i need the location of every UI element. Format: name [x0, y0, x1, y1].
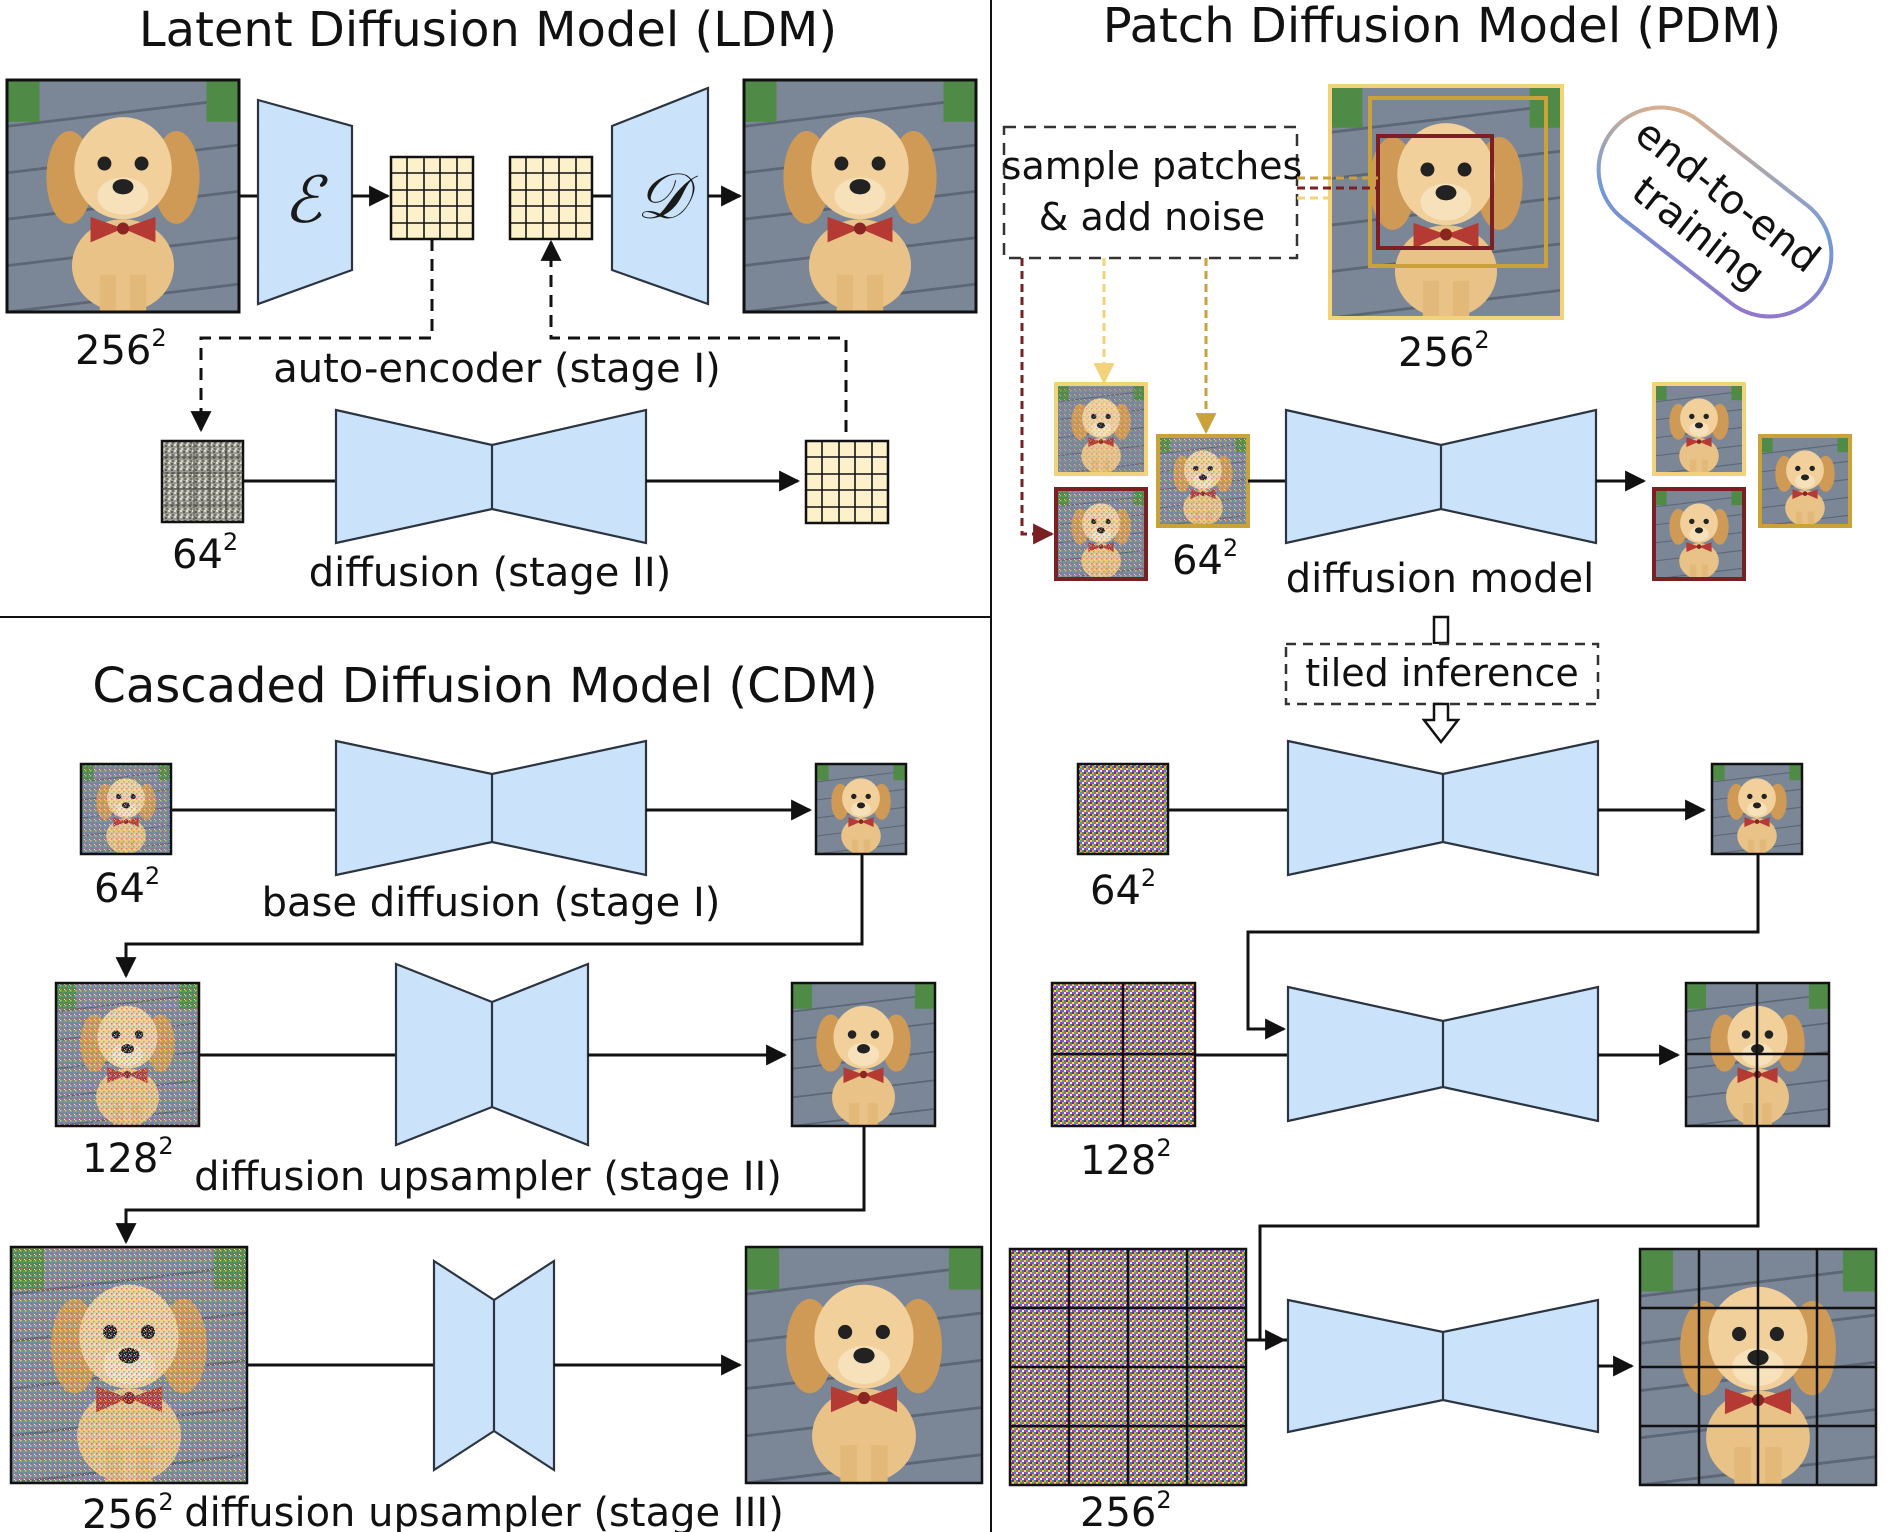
pdm-row2-noise	[1050, 981, 1197, 1128]
autoencoder-label: auto-encoder (stage I)	[273, 346, 721, 392]
cdm-row3-label: diffusion upsampler (stage III)	[184, 1490, 784, 1532]
cdm-title: Cascaded Diffusion Model (CDM)	[92, 658, 877, 714]
pdm-out-gold	[1758, 434, 1852, 528]
cdm-row1-res: 642	[94, 862, 160, 912]
sample-patches-box	[1002, 125, 1299, 260]
ldm-image-res: 2562	[75, 324, 167, 374]
pdm-diffusion-label: diffusion model	[1286, 556, 1594, 602]
pdm-row3-noise	[1008, 1247, 1248, 1487]
pdm-out-yellow	[1652, 382, 1746, 476]
pdm-row3-output	[1638, 1247, 1878, 1487]
pdm-image-res: 2562	[1398, 326, 1490, 376]
cdm-row3-output	[744, 1245, 984, 1485]
ldm-latent-out	[804, 439, 890, 525]
pdm-source-image	[1328, 84, 1564, 320]
cdm-row3-input	[9, 1245, 249, 1485]
tiled-arrow-stem	[1432, 615, 1450, 645]
ldm-latent-noise	[160, 439, 245, 524]
pdm-row3-res: 2562	[1080, 1486, 1172, 1532]
pdm-row1-res: 642	[1090, 864, 1156, 914]
encoder-network	[256, 98, 354, 306]
ldm-output-image	[742, 78, 978, 314]
tiled-inference-box	[1284, 642, 1600, 706]
ldm-decode-dash	[540, 239, 848, 432]
cdm-row3-res: 2562	[82, 1488, 174, 1532]
ldm-title: Latent Diffusion Model (LDM)	[139, 2, 837, 58]
cdm-row2-output	[790, 981, 937, 1128]
decoder-network	[610, 86, 710, 306]
pdm-out-red	[1652, 487, 1746, 581]
cdm-row2-input	[54, 981, 201, 1128]
ldm-diffusion-label: diffusion (stage II)	[309, 550, 671, 596]
tiled-label: tiled inference	[1305, 651, 1579, 695]
cdm-row1-input	[79, 762, 173, 856]
sample-label-2: & add noise	[1039, 195, 1265, 239]
ldm-latent-res: 642	[172, 528, 238, 578]
pdm-row2-output	[1684, 981, 1831, 1128]
pdm-title: Patch Diffusion Model (PDM)	[1103, 0, 1781, 54]
cdm-row1-label: base diffusion (stage I)	[262, 880, 721, 926]
ldm-encode-dash	[190, 239, 434, 433]
pdm-row2-res: 1282	[1080, 1134, 1172, 1184]
cdm-row2-res: 1282	[82, 1132, 174, 1182]
sample-label-1: sample patches	[1002, 144, 1303, 188]
cdm-row1-output	[814, 762, 908, 856]
tiled-arrow-head	[1421, 702, 1461, 745]
pdm-patch-yellow	[1054, 382, 1148, 476]
end-to-end-badge: end-to-end training	[1596, 105, 1834, 319]
pdm-row1-noise	[1076, 762, 1170, 856]
pdm-patch-res: 642	[1172, 534, 1238, 584]
ldm-latent-decoded	[508, 155, 594, 241]
cdm-row2-label: diffusion upsampler (stage II)	[194, 1154, 782, 1200]
ldm-latent-encoded	[389, 155, 475, 241]
encoder-symbol: ℰ	[284, 164, 329, 238]
pdm-patch-red	[1054, 487, 1148, 581]
ldm-input-image	[5, 78, 241, 314]
pdm-patch-gold	[1156, 434, 1250, 528]
pdm-row1-output	[1710, 762, 1804, 856]
